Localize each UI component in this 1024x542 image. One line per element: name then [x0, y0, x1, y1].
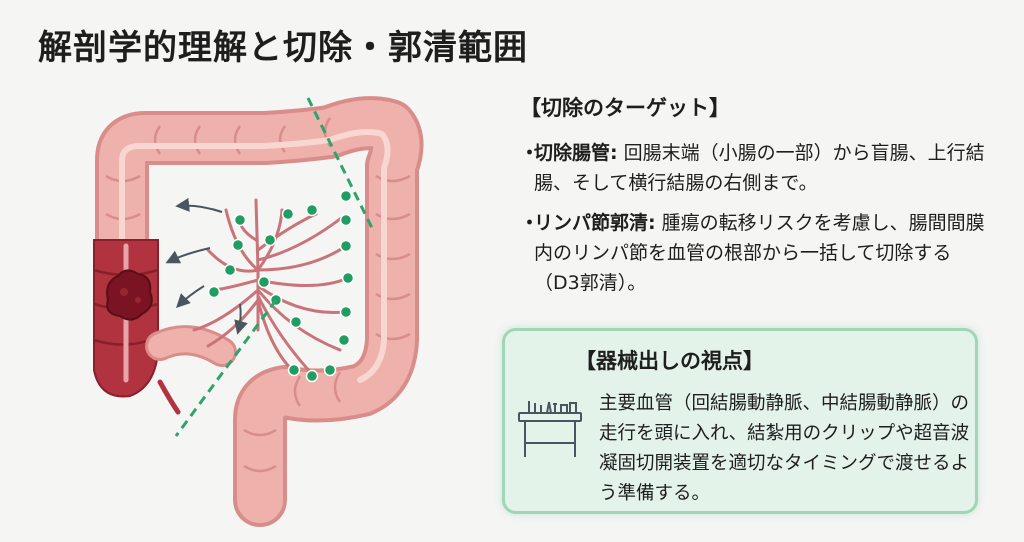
- surgical-instrument-table-icon: [518, 401, 582, 457]
- tumor: [106, 269, 153, 321]
- bullet-label: 切除腸管:: [534, 142, 618, 164]
- bullet-text: 回腸末端（小腸の一部）から盲腸、上行結腸、そして横行結腸の右側まで。: [534, 142, 985, 194]
- bullet-dot: ・: [520, 142, 540, 164]
- instrument-viewpoint-box: 【器械出しの視点】 主要血管（回結腸動静脈、中結腸動静脈）の走行を頭に入れ、結紮…: [502, 328, 978, 514]
- resection-target-heading: 【切除のターゲット】: [520, 96, 730, 120]
- lymph-nodes: [207, 189, 355, 383]
- lymph-flow-arrows: [165, 197, 248, 335]
- colon: [95, 96, 424, 527]
- viewpoint-body: 主要血管（回結腸動静脈、中結腸動静脈）の走行を頭に入れ、結紮用のクリップや超音波…: [599, 393, 970, 504]
- bullet-text: 腫瘍の転移リスクを考慮し、腸間間膜内のリンパ節を血管の根部から一括して切除する（…: [534, 212, 985, 294]
- bullet-label: リンパ節郭清:: [534, 212, 656, 234]
- viewpoint-heading: 【器械出しの視点】: [575, 349, 764, 373]
- bullet-resected-bowel: ・ 切除腸管: 回腸末端（小腸の一部）から盲腸、上行結腸、そして横行結腸の右側ま…: [520, 138, 990, 198]
- bullet-lymph-dissection: ・ リンパ節郭清: 腫瘍の転移リスクを考慮し、腸間間膜内のリンパ節を血管の根部か…: [520, 208, 990, 298]
- resection-target-section: 【切除のターゲット】 ・ 切除腸管: 回腸末端（小腸の一部）から盲腸、上行結腸、…: [520, 92, 990, 308]
- bullet-dot: ・: [520, 212, 540, 234]
- terminal-ileum: [145, 325, 237, 367]
- appendix: [157, 379, 181, 415]
- resected-colon-segment: [93, 239, 181, 415]
- page-title: 解剖学的理解と切除・郭清範囲: [38, 28, 528, 68]
- colon-anatomy-diagram: [93, 96, 424, 527]
- resection-lines: [174, 97, 376, 437]
